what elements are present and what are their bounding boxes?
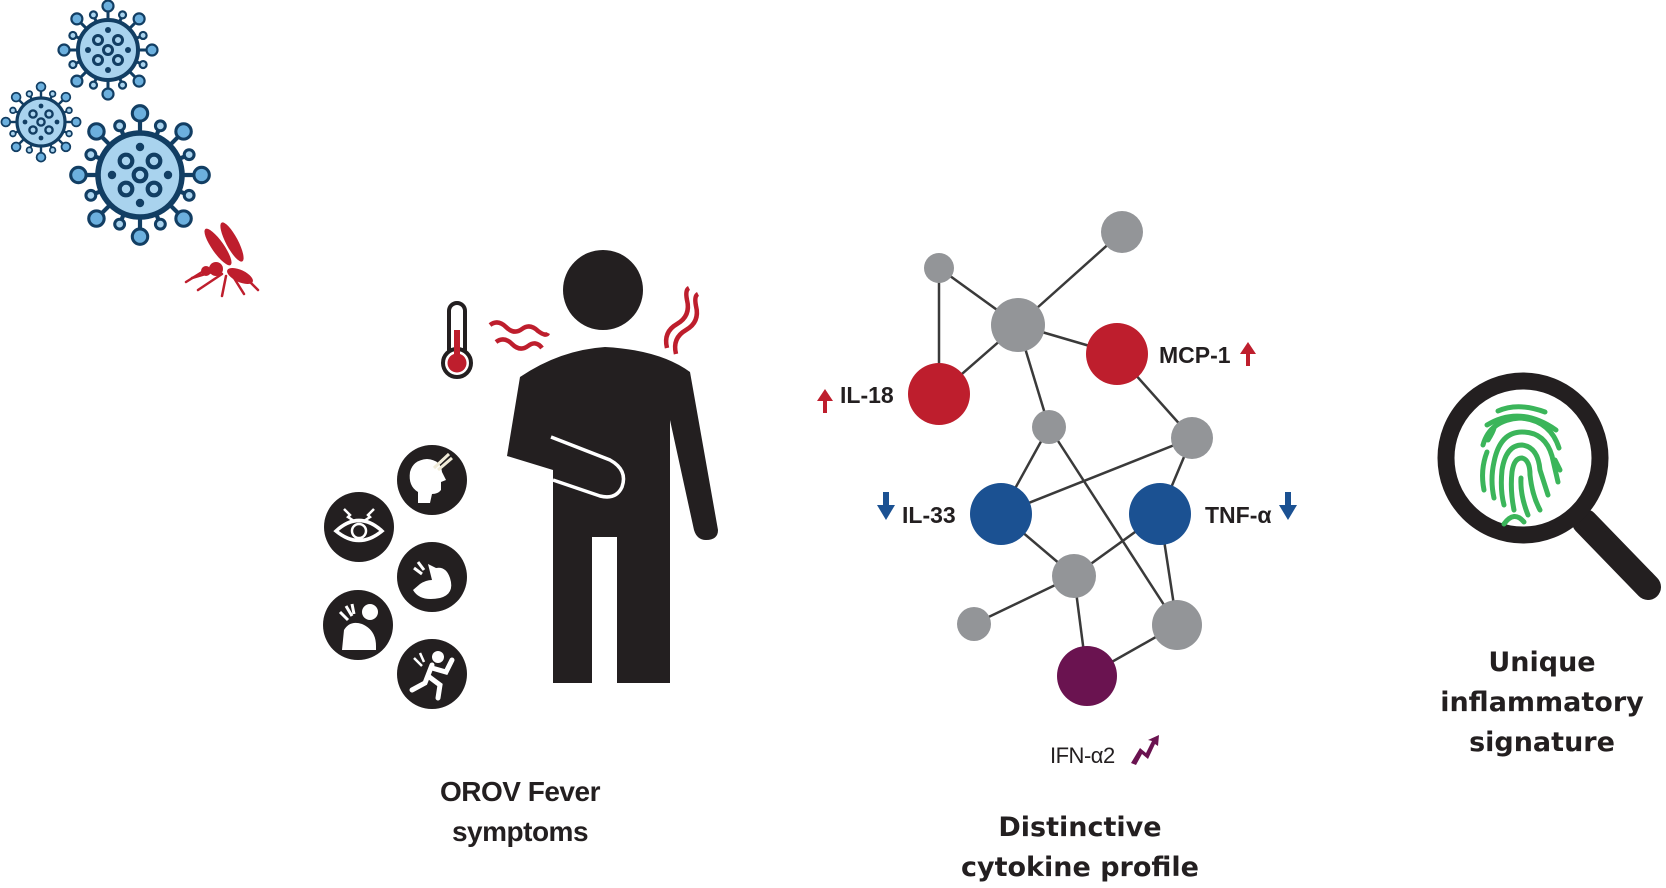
caption-signature: Unique inflammatory signature [1400,643,1666,763]
caption-line: cytokine profile [961,852,1199,883]
network-edge [1000,436,1193,516]
marker-label: TNF-α [1205,502,1272,528]
magnifier-fingerprint-icon [1437,372,1661,600]
symptom-icons [323,445,467,709]
marker-il-18: IL-18 [817,382,894,413]
cytokine-node-mcp1 [1086,323,1148,385]
cytokine-node-il18 [908,363,970,425]
up-arrow-icon [1240,342,1256,366]
joint-pain-icon [397,639,467,709]
back-pain-icon [323,590,393,660]
marker-label: MCP-1 [1159,342,1231,368]
caption-line: OROV Fever [440,776,600,807]
muscle-pain-icon [397,542,467,612]
virus-body [98,133,182,217]
up-arrow-icon [817,389,833,413]
virus-icon [0,81,82,163]
fluctuating-up-arrow-icon [1131,735,1159,765]
down-arrow-icon [1279,492,1297,520]
caption-symptoms: OROV Fever symptoms [370,772,670,852]
headache-icon [397,445,467,515]
virus-icon [69,104,211,246]
network-node [1032,410,1066,444]
eye-pain-icon [324,492,394,562]
marker-label: IL-33 [902,502,956,528]
marker-tnf-a: TNF-α [1205,492,1297,528]
mosquito-icon [184,222,260,298]
network-node [1171,417,1213,459]
caption-line: Unique [1488,647,1596,678]
caption-line: inflammatory [1440,687,1644,718]
network-edge [1047,426,1179,626]
network-node [1152,600,1202,650]
caption-line: Distinctive [998,812,1162,843]
network-node [991,298,1045,352]
heat-waves-icon [488,285,700,355]
virus-body [76,18,140,82]
down-arrow-icon [877,492,895,520]
network-nodes [908,211,1213,706]
caption-line: symptoms [451,816,589,847]
caption-line: signature [1469,727,1615,758]
marker-label: IL-18 [840,382,894,408]
marker-il-33: IL-33 [877,492,956,528]
network-node [924,253,954,283]
caption-cytokine-profile: Distinctive cytokine profile [930,808,1230,888]
marker-ifn-a2: IFN-α2 [1050,735,1159,768]
virus-icon [57,0,159,101]
marker-label: IFN-α2 [1050,743,1115,768]
person-icon [507,250,718,683]
network-node [1101,211,1143,253]
thermometer-icon [441,301,473,379]
cytokine-node-ifn [1057,646,1117,706]
fingerprint-icon [1480,404,1563,527]
network-node [957,607,991,641]
cytokine-node-tnf [1129,483,1191,545]
marker-mcp-1: MCP-1 [1159,342,1256,368]
cytokine-node-il33 [970,483,1032,545]
network-node [1052,554,1096,598]
virus-body [15,96,67,148]
